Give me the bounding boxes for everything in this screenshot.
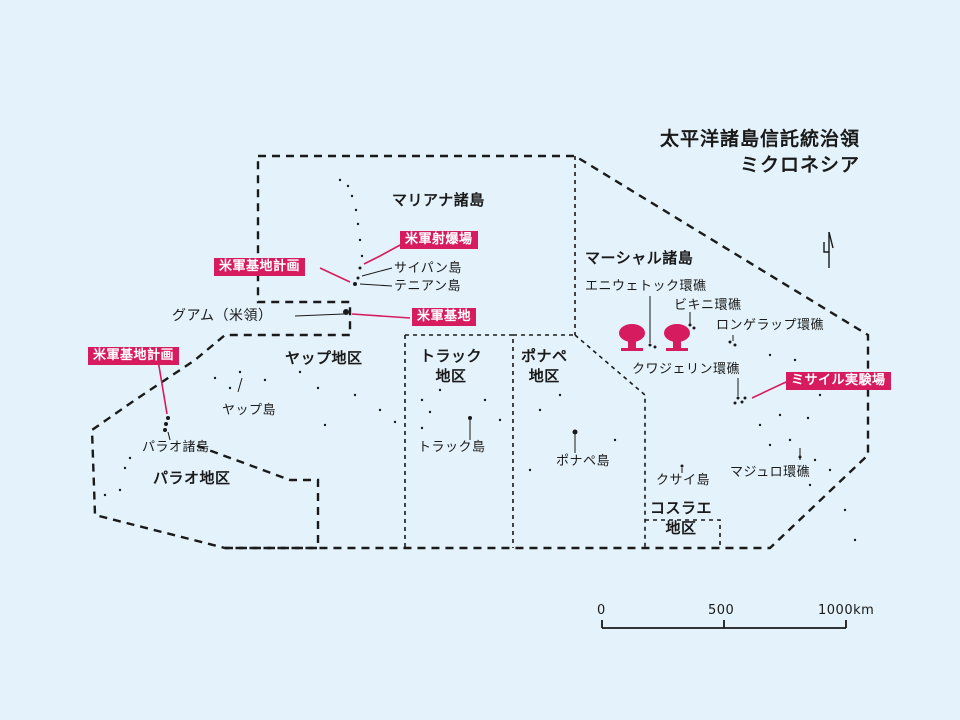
- mushroom-cloud-icon: [664, 324, 690, 351]
- scale-label-1000: 1000km: [818, 603, 875, 618]
- north-arrow-icon: [823, 231, 834, 268]
- place-kusaie: クサイ島: [656, 473, 711, 488]
- place-tinian: テニアン島: [394, 279, 461, 294]
- region-truk-line2: 地区: [435, 367, 467, 385]
- island-dots: [103, 178, 857, 542]
- region-mariana: マリアナ諸島: [392, 191, 485, 209]
- region-ponape-line1: ポナペ: [521, 347, 568, 365]
- region-truk-line1: トラック: [420, 347, 483, 365]
- place-rongelap: ロンゲラップ環礁: [716, 318, 825, 333]
- scale-label-500: 500: [708, 603, 735, 618]
- tag-base-plan-palau: 米軍基地計画: [88, 347, 180, 365]
- map-title-line2: ミクロネシア: [739, 154, 860, 176]
- region-kosrae-line1: コスラエ: [650, 499, 713, 517]
- region-kosrae: コスラエ 地区: [650, 498, 712, 538]
- region-ponape-line2: 地区: [528, 367, 560, 385]
- scale-bar: [601, 620, 847, 629]
- region-marshall: マーシャル諸島: [585, 249, 694, 267]
- place-yap: ヤップ島: [222, 403, 277, 418]
- place-majuro: マジュロ環礁: [730, 465, 811, 480]
- place-enewetak: エニウェトック環礁: [585, 279, 707, 294]
- place-saipan: サイパン島: [394, 261, 462, 276]
- place-palau: パラオ諸島: [142, 440, 210, 455]
- tag-bombing-range: 米軍射爆場: [400, 231, 478, 249]
- leader-lines: [167, 267, 801, 473]
- place-guam: グアム（米領）: [172, 308, 273, 324]
- place-truk: トラック島: [418, 440, 486, 455]
- scale-label-0: 0: [597, 603, 606, 618]
- place-bikini: ビキニ環礁: [674, 298, 742, 313]
- region-yap: ヤップ地区: [285, 349, 363, 367]
- tag-base-plan-north: 米軍基地計画: [214, 258, 306, 276]
- place-kwajalein: クワジェリン環礁: [632, 362, 741, 377]
- mushroom-cloud-icon: [619, 324, 645, 351]
- tag-base-guam: 米軍基地: [412, 308, 477, 326]
- region-palau: パラオ地区: [153, 469, 231, 487]
- tag-missile-range: ミサイル実験場: [786, 372, 891, 390]
- place-ponape: ポナペ島: [556, 454, 611, 469]
- region-ponape: ポナペ 地区: [521, 346, 568, 386]
- region-truk: トラック 地区: [420, 346, 482, 386]
- region-kosrae-line2: 地区: [665, 519, 697, 537]
- map-title-line1: 太平洋諸島信託統治領: [659, 128, 860, 150]
- tag-leaders: [157, 243, 787, 415]
- district-boundaries: [404, 156, 721, 548]
- map-title: 太平洋諸島信託統治領 ミクロネシア: [660, 126, 860, 178]
